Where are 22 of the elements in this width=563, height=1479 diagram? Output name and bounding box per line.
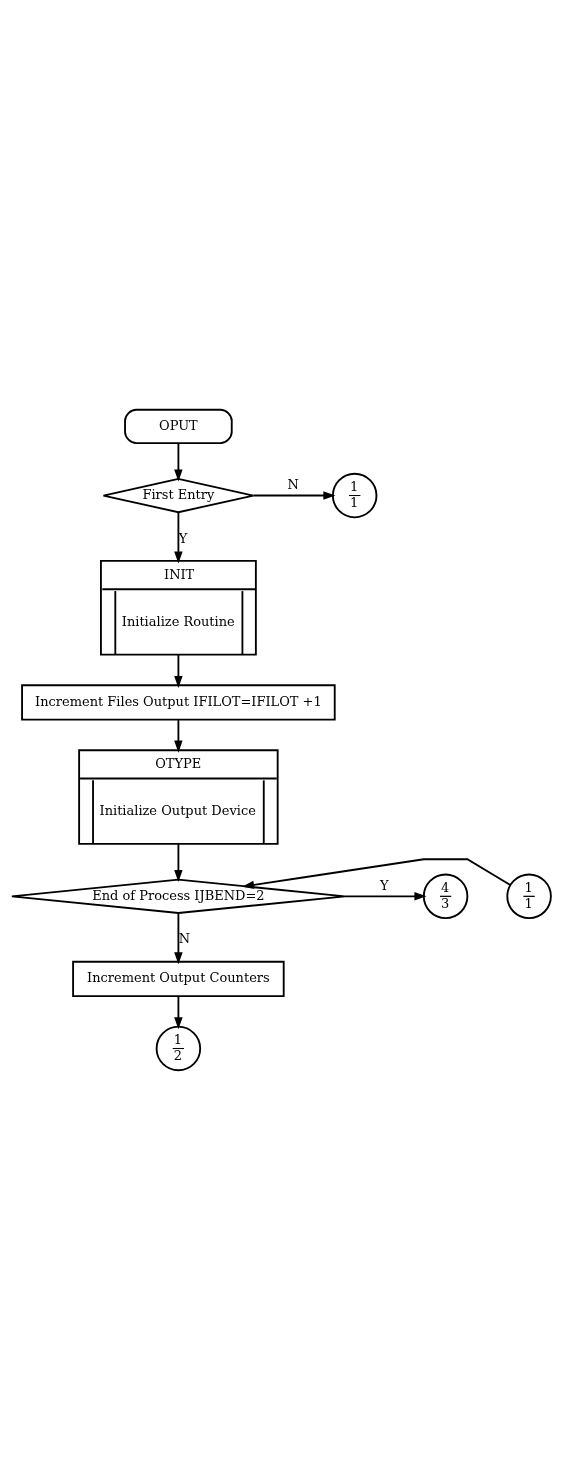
- arrow: [344, 891, 427, 901]
- arrow: [252, 490, 336, 500]
- edge-label: Y: [379, 877, 389, 893]
- edge-label: N: [178, 930, 191, 946]
- arrow: [174, 510, 183, 564]
- arrow: [174, 718, 183, 753]
- arrow: [174, 653, 183, 688]
- node-circle: 4 3: [422, 873, 469, 919]
- arrow: [174, 911, 183, 964]
- arrow: [174, 994, 183, 1029]
- node-box: Increment Output Counters: [72, 960, 285, 997]
- arrow: [242, 857, 512, 889]
- edge-label: N: [287, 476, 299, 492]
- node-circle: 1 2: [155, 1025, 202, 1071]
- edge-label: Y: [178, 530, 188, 546]
- node-box: OPUT: [124, 408, 233, 444]
- node-circle: 1 1: [331, 472, 378, 518]
- node-circle: 1 1: [506, 873, 552, 919]
- node-box: Increment Files Output IFILOT=IFILOT +1: [21, 683, 336, 720]
- arrow: [174, 842, 183, 882]
- node-diamond: First Entry: [102, 477, 255, 513]
- arrow: [174, 441, 183, 482]
